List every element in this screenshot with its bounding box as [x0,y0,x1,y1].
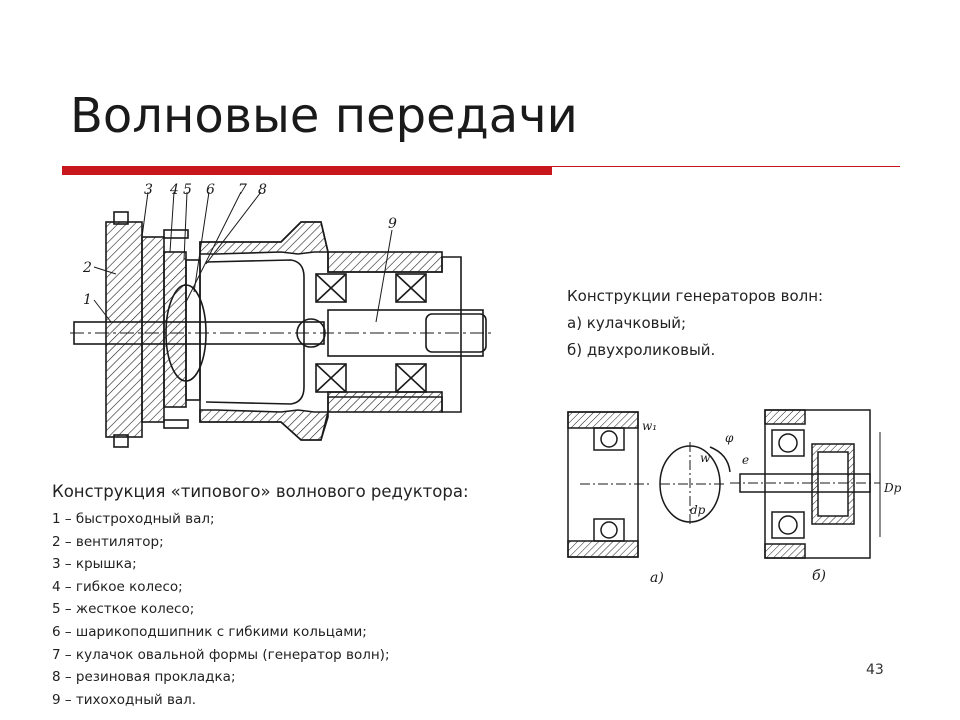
generators-text: Конструкции генераторов волн: а) кулачко… [567,283,823,364]
slide-title: Волновые передачи [70,88,578,144]
label-e: e [742,453,749,467]
title-underline [62,166,552,175]
generator-type-a: а) кулачковый; [567,314,687,332]
list-item: 2 – вентилятор; [52,533,164,550]
label-4: 4 [169,182,179,198]
label-a: а) [650,570,664,586]
list-item: 9 – тихоходный вал. [52,691,197,708]
wave-generators-drawing: w₁ w φ dр e Dр а) б) [567,409,902,586]
list-item: 8 – резиновая прокладка; [52,669,236,686]
label-9: 9 [388,216,397,232]
list-item: 5 – жесткое колесо; [52,601,195,618]
parts-list: 1 – быстроходный вал; 2 – вентилятор; 3 … [52,508,390,711]
label-b: б) [812,568,826,584]
reducer-drawing: 3 4 5 6 7 8 9 2 1 [70,182,491,448]
label-6: 6 [206,182,215,198]
title-underline-thin [552,166,900,167]
list-item: 7 – кулачок овальной формы (генератор во… [52,646,390,663]
label-8: 8 [258,182,267,198]
list-item: 3 – крышка; [52,556,137,573]
list-item: 4 – гибкое колесо; [52,578,183,595]
label-w1: w₁ [642,419,657,433]
label-phi: φ [725,431,734,445]
label-5: 5 [183,182,192,198]
label-w: w [700,451,711,465]
label-dp-a: dр [690,503,706,517]
label-1: 1 [83,292,92,308]
reducer-caption: Конструкция «типового» волнового редукто… [52,482,469,501]
label-7: 7 [238,182,247,198]
generators-heading: Конструкции генераторов волн: [567,287,824,305]
page-number: 43 [866,662,884,678]
label-3: 3 [144,182,153,198]
label-dp-b: Dр [883,481,902,495]
list-item: 6 – шарикоподшипник с гибкими кольцами; [52,623,367,640]
label-2: 2 [82,260,92,276]
generator-type-b: б) двухроликовый. [567,341,716,359]
list-item: 1 – быстроходный вал; [52,511,215,527]
